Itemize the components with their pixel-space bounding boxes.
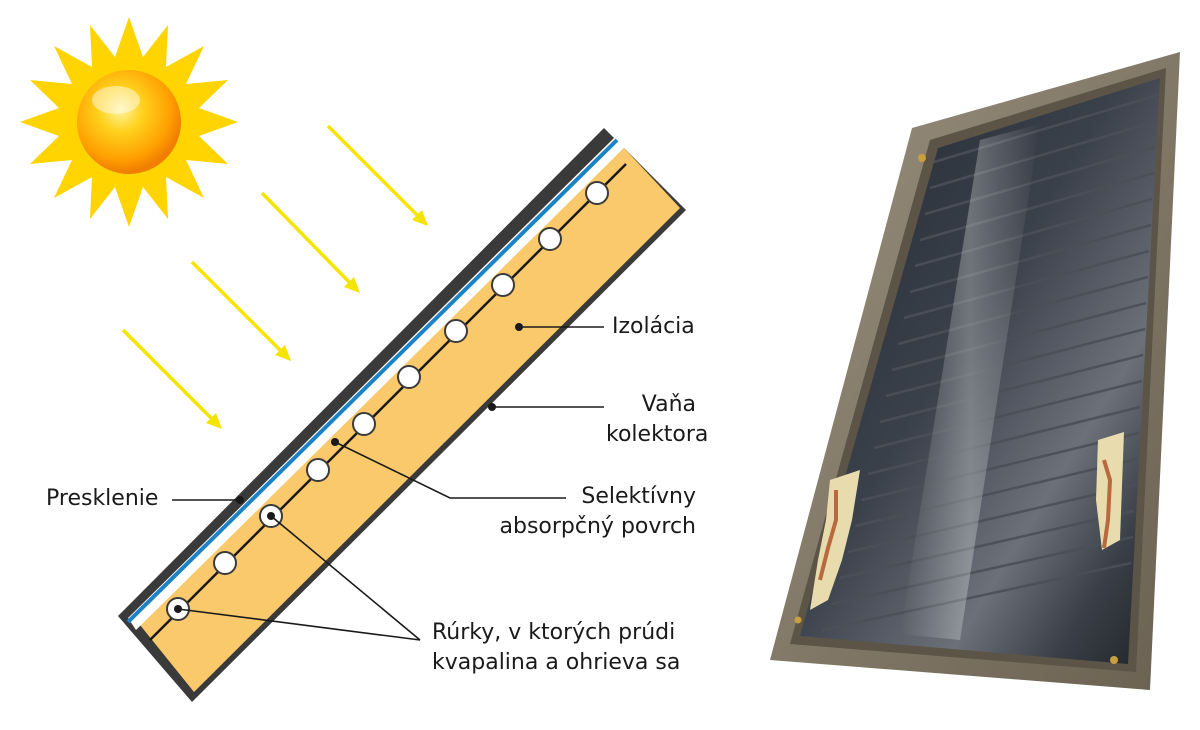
tube (538, 227, 562, 251)
sunlight-arrow-icon (121, 328, 222, 429)
tube (352, 412, 376, 436)
label-selektivny-line2: absorpčný povrch (499, 514, 696, 539)
tube (213, 551, 237, 575)
sunlight-arrows (121, 124, 428, 429)
tube (306, 458, 330, 482)
glazing (126, 138, 619, 624)
tube (444, 319, 468, 343)
label-izolacia: Izolácia (612, 314, 695, 339)
tube (585, 181, 609, 205)
sunlight-arrow-icon (190, 260, 291, 361)
label-rurky: Rúrky, v ktorých prúdi kvapalina a ohrie… (432, 618, 680, 678)
label-rurky-line1: Rúrky, v ktorých prúdi (432, 620, 676, 645)
collector-cross-section (118, 128, 686, 702)
tube (491, 273, 515, 297)
solar-collector-photo (770, 52, 1180, 690)
label-vana-line1: Vaňa (641, 392, 696, 417)
label-rurky-line2: kvapalina a ohrieva sa (432, 650, 681, 675)
label-vana: Vaňa kolektora (606, 390, 709, 450)
label-vana-line2: kolektora (606, 422, 709, 447)
label-presklenie: Presklenie (46, 486, 159, 511)
insulation (136, 148, 680, 692)
tube (397, 365, 421, 389)
leader-lines (172, 323, 604, 641)
label-selektivny-line1: Selektívny (581, 484, 696, 509)
sun-icon (20, 17, 238, 227)
sunlight-arrow-icon (260, 191, 360, 293)
label-selektivny: Selektívny absorpčný povrch (490, 482, 696, 542)
sunlight-arrow-icon (326, 124, 428, 226)
